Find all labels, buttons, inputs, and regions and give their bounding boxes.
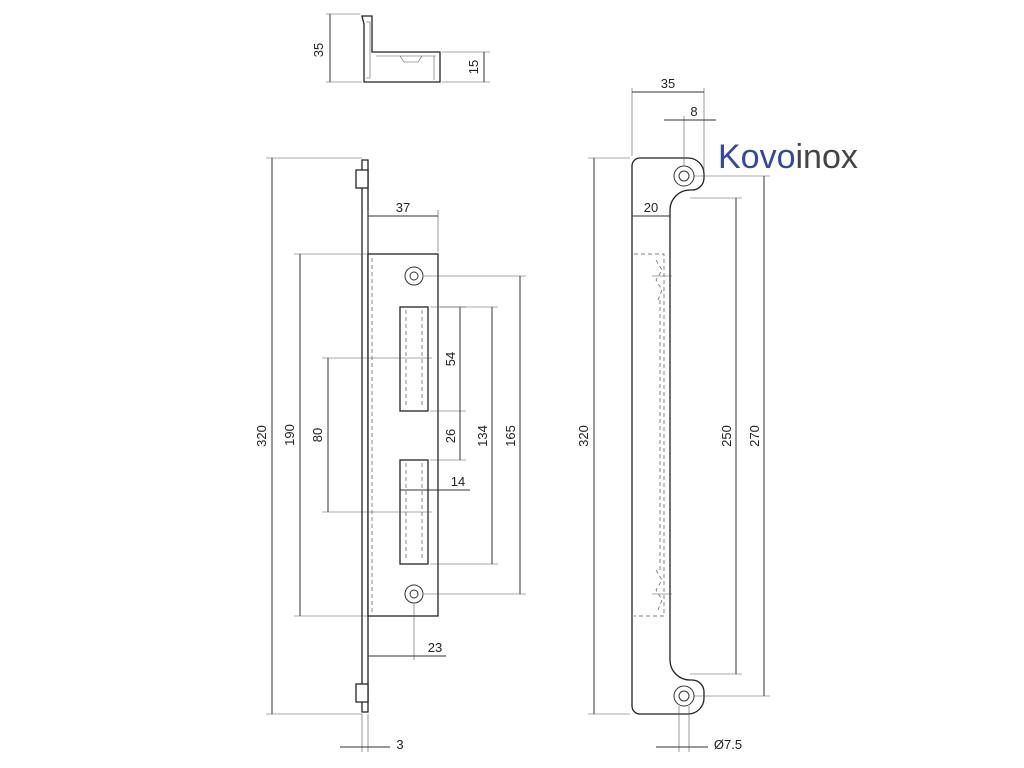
dim-top-15: 15 <box>466 60 481 74</box>
dim-front-320: 320 <box>254 425 269 447</box>
dim-side-250: 250 <box>719 425 734 447</box>
dim-side-270: 270 <box>747 425 762 447</box>
dim-front-26: 26 <box>443 429 458 443</box>
svg-text:Kovoinox: Kovoinox <box>718 138 858 176</box>
dim-front-3: 3 <box>396 737 403 752</box>
logo-inox: inox <box>796 138 858 176</box>
side-view: 35 8 20 320 250 270 Ø7.5 <box>576 76 770 752</box>
dim-front-134: 134 <box>475 425 490 447</box>
dim-front-80: 80 <box>310 428 325 442</box>
dim-side-35: 35 <box>661 76 675 91</box>
dim-side-320: 320 <box>576 425 591 447</box>
logo-kovo: Kovo <box>718 138 796 176</box>
dim-side-20: 20 <box>644 200 658 215</box>
dim-front-190: 190 <box>282 424 297 446</box>
top-profile-view: 35 15 <box>311 13 490 83</box>
front-view: 320 190 80 37 54 26 134 165 <box>254 157 526 752</box>
dim-front-37: 37 <box>396 200 410 215</box>
dim-side-hole: Ø7.5 <box>714 737 742 752</box>
dim-top-35: 35 <box>311 43 326 57</box>
dim-front-14: 14 <box>451 474 465 489</box>
dim-front-165: 165 <box>503 425 518 447</box>
dim-front-54: 54 <box>443 352 458 366</box>
dim-side-8: 8 <box>690 104 697 119</box>
dim-front-23: 23 <box>428 640 442 655</box>
brand-logo: Kovoinox <box>718 138 858 176</box>
